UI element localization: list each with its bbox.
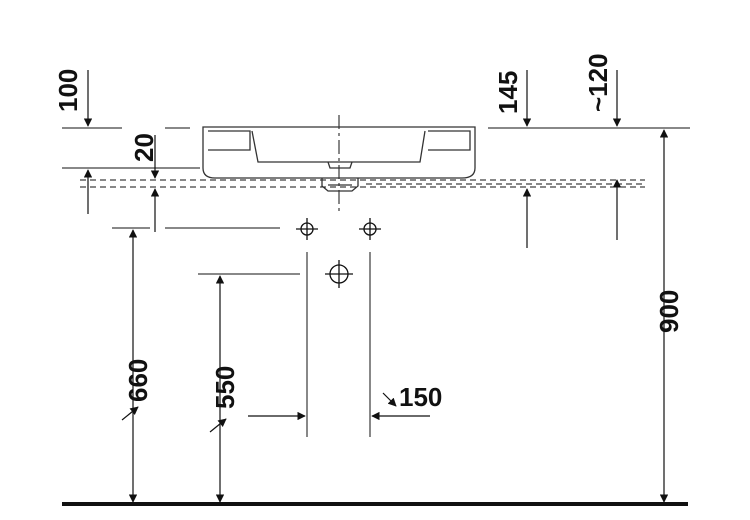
dim-900: 900 xyxy=(654,290,684,333)
top-reference-lines xyxy=(62,127,690,169)
dim-150: 150 xyxy=(399,382,442,412)
dim-550: 550 xyxy=(210,366,240,409)
dim-120: ~120 xyxy=(583,53,613,112)
dimension-arrows xyxy=(83,70,669,503)
connection-symbols xyxy=(296,218,381,288)
dashed-reference-lines xyxy=(80,179,645,188)
dim-145: 145 xyxy=(493,71,523,114)
extension-lines xyxy=(112,227,371,437)
dim-100: 100 xyxy=(53,69,83,112)
dim-20: 20 xyxy=(129,133,159,162)
basin-outline xyxy=(202,126,476,192)
dim-660: 660 xyxy=(123,359,153,402)
